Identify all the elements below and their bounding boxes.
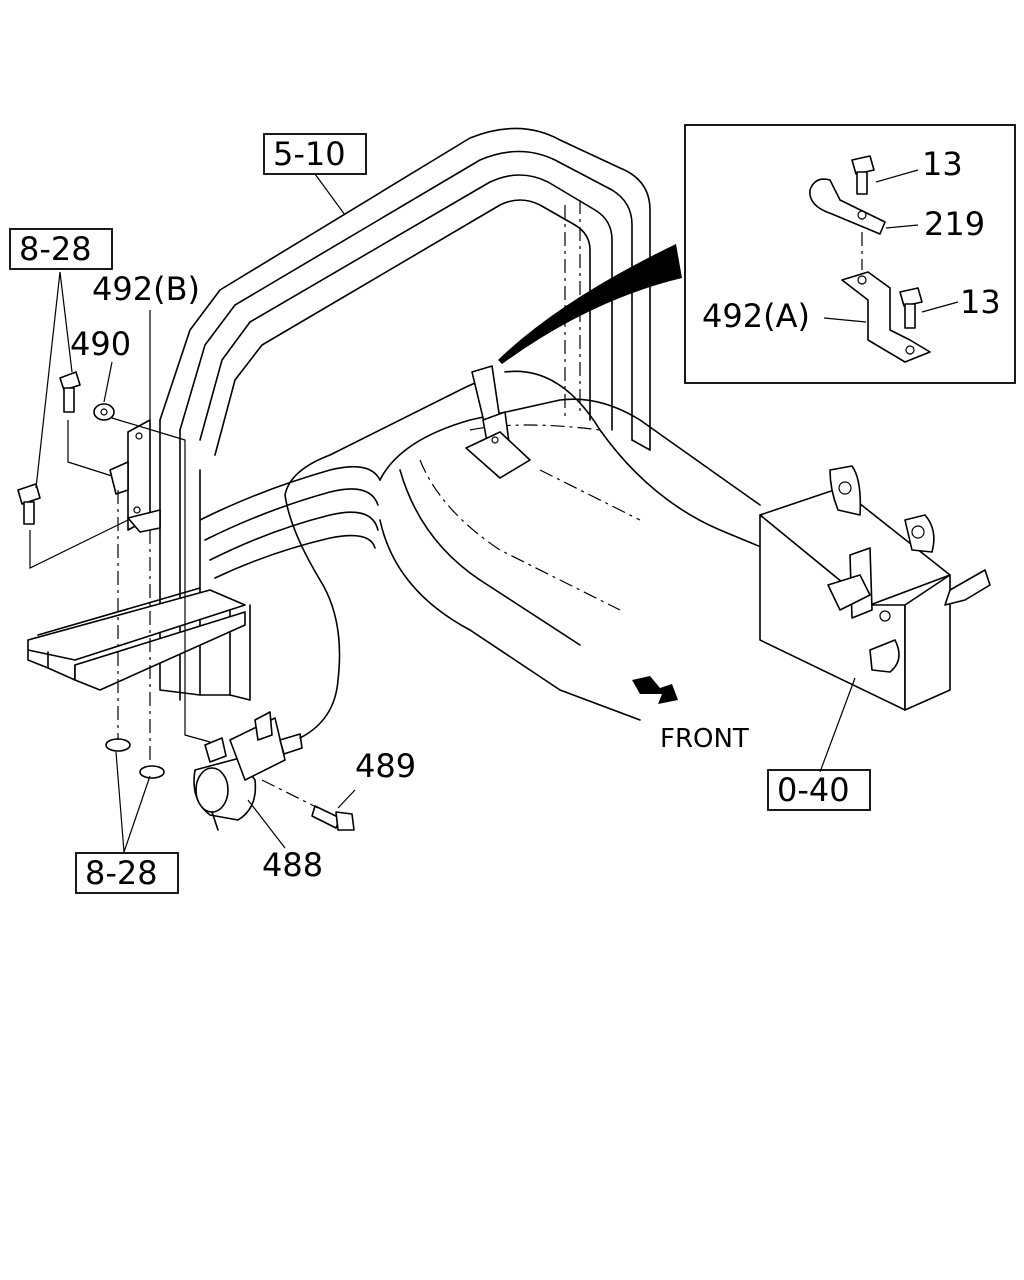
front-arrow	[632, 676, 678, 704]
ref-label-8-28-top: 8-28	[19, 230, 92, 268]
cable-clip-center	[465, 365, 531, 479]
component-488	[193, 711, 303, 831]
detail-label-492a: 492(A)	[702, 297, 810, 335]
leader-lines-left	[29, 271, 211, 853]
leader-lines-refs	[247, 173, 856, 849]
part-label-492b: 492(B)	[92, 270, 200, 308]
clip-nuts-bottom	[105, 738, 165, 779]
bolt-lower-left	[17, 483, 41, 525]
nut-490	[93, 403, 115, 421]
detail-inset-frame	[684, 124, 1016, 384]
ref-box-5-10	[263, 133, 367, 175]
floor-panel-outline	[379, 398, 761, 721]
ref-label-8-28-bottom: 8-28	[85, 854, 158, 892]
part-label-488: 488	[262, 846, 323, 884]
detail-label-219: 219	[924, 205, 985, 243]
ref-label-0-40: 0-40	[777, 771, 850, 809]
part-label-489: 489	[355, 747, 416, 785]
cab-frame-outline	[159, 127, 651, 701]
front-label: FRONT	[660, 724, 749, 754]
part-label-490: 490	[70, 325, 131, 363]
detail-callout-pointer	[498, 244, 682, 364]
bolt-upper-left	[59, 371, 81, 413]
crossmember-channel	[27, 587, 246, 691]
bracket-492b	[109, 419, 161, 533]
detail-label-13-top: 13	[922, 145, 963, 183]
component-box-040	[759, 465, 991, 711]
bolt-489	[261, 779, 355, 831]
ref-box-8-28-bottom	[75, 852, 179, 894]
detail-parts	[809, 155, 959, 363]
ref-box-0-40	[767, 769, 871, 811]
detail-label-13-bottom: 13	[960, 283, 1001, 321]
ref-box-8-28-top	[9, 228, 113, 270]
ref-label-5-10: 5-10	[273, 135, 346, 173]
